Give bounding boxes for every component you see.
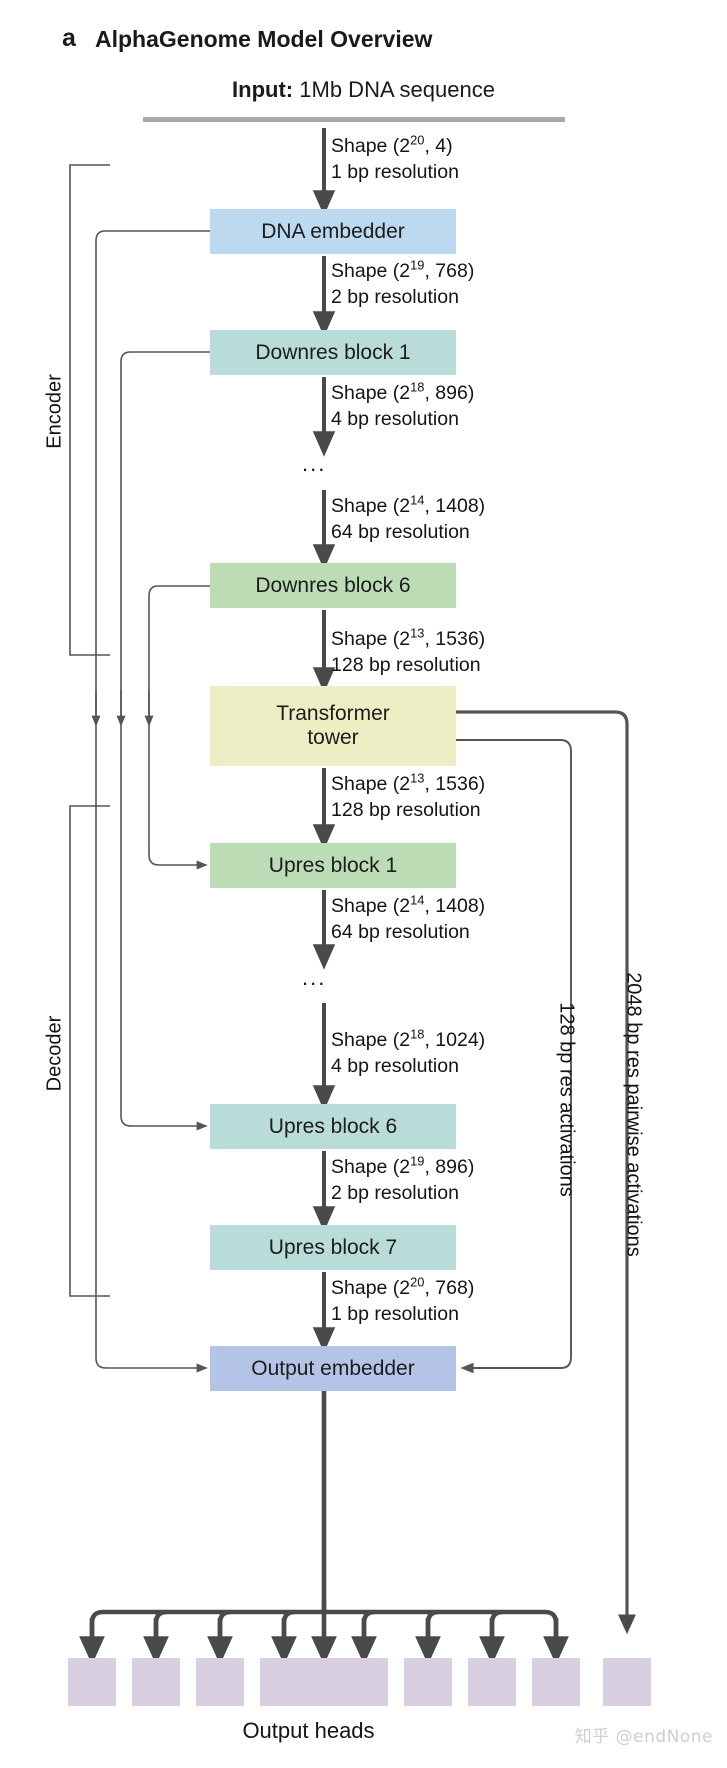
edge-label-9: Shape (219, 896) 2 bp resolution [331, 1153, 475, 1204]
input-caption: Input: 1Mb DNA sequence [0, 77, 727, 103]
output-heads-label: Output heads [242, 1718, 375, 1743]
encoder-ellipsis: ... [302, 451, 327, 476]
decoder-ellipsis: ... [302, 965, 327, 990]
pairwise-activations-path [456, 710, 636, 1635]
edge-label-8: Shape (218, 1024) 4 bp resolution [331, 1026, 486, 1077]
edge-label-10: Shape (220, 768) 1 bp resolution [331, 1274, 475, 1325]
block-upres-block-7[interactable]: Upres block 7 [210, 1225, 456, 1270]
block-dna-embedder[interactable]: DNA embedder [210, 209, 456, 254]
input-value: 1Mb DNA sequence [299, 77, 495, 102]
page-title: AlphaGenome Model Overview [95, 26, 433, 52]
panel-letter: a [62, 24, 76, 52]
res-activations-label: 128 bp res activations [555, 1002, 578, 1197]
input-prefix: Input: [232, 77, 294, 102]
block-downres-block-1[interactable]: Downres block 1 [210, 330, 456, 375]
block-output-embedder[interactable]: Output embedder [210, 1346, 456, 1391]
block-transformer-tower[interactable]: Transformer tower [210, 686, 456, 766]
output-head-box-1[interactable] [68, 1658, 116, 1706]
edge-label-4: Shape (214, 1408) 64 bp resolution [331, 492, 486, 543]
output-head-box-6[interactable] [340, 1658, 388, 1706]
pairwise-activations-label: 2048 bp res pairwise activations [622, 972, 645, 1257]
block-upres-block-1[interactable]: Upres block 1 [210, 843, 456, 888]
output-head-box-9[interactable] [532, 1658, 580, 1706]
output-head-box-10[interactable] [603, 1658, 651, 1706]
skip-down6-to-up1 [148, 585, 210, 870]
block-upres-block-6[interactable]: Upres block 6 [210, 1104, 456, 1149]
output-head-box-2[interactable] [132, 1658, 180, 1706]
block-downres-block-6[interactable]: Downres block 6 [210, 563, 456, 608]
watermark: 知乎 @endNone [574, 1727, 713, 1747]
decoder-bracket [69, 805, 110, 1297]
edge-label-7: Shape (214, 1408) 64 bp resolution [331, 892, 486, 943]
decoder-label: Decoder [43, 1015, 66, 1092]
skip-down1-to-up6 [120, 351, 210, 1131]
encoder-bracket [69, 164, 110, 656]
output-head-box-8[interactable] [468, 1658, 516, 1706]
encoder-label: Encoder [43, 374, 66, 449]
edge-label-3: Shape (218, 896) 4 bp resolution [331, 379, 475, 430]
edge-label-6: Shape (213, 1536) 128 bp resolution [331, 770, 486, 821]
skip-dna-to-output [95, 230, 210, 1373]
edge-label-2: Shape (219, 768) 2 bp resolution [331, 257, 475, 308]
input-sequence-bar [143, 117, 565, 122]
output-head-box-3[interactable] [196, 1658, 244, 1706]
transformer-tower-line2: tower [307, 726, 359, 749]
transformer-tower-line1: Transformer [276, 702, 390, 726]
output-head-box-7[interactable] [404, 1658, 452, 1706]
edge-label-1: Shape (220, 4) 1 bp resolution [331, 132, 459, 183]
edge-label-5: Shape (213, 1536) 128 bp resolution [331, 625, 486, 676]
